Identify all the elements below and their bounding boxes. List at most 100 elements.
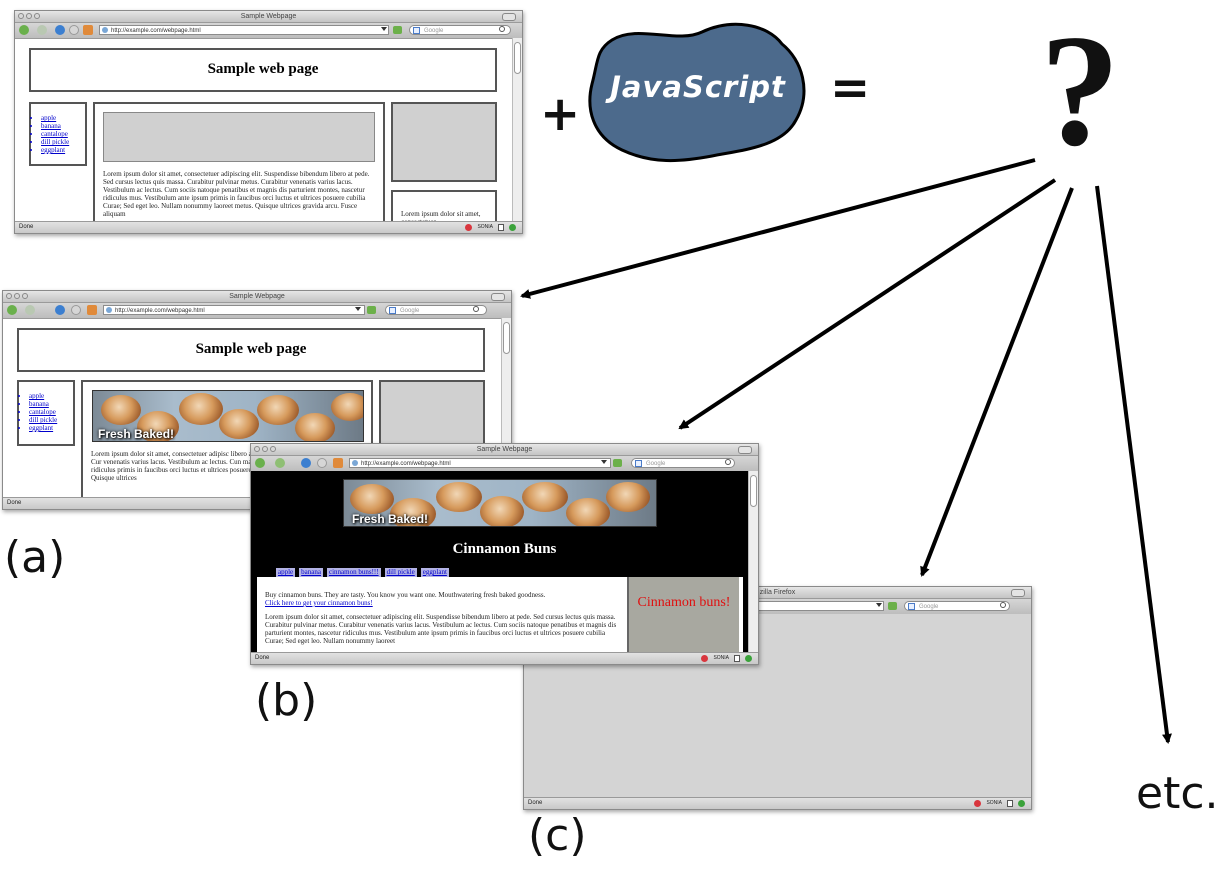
window-controls[interactable] [254,446,276,452]
vertical-scrollbar[interactable] [512,38,522,221]
go-button[interactable] [367,306,376,314]
link-item[interactable]: banana [41,122,85,130]
ad-box: Cinnamon buns! [627,577,739,652]
blocked-icon[interactable] [701,655,709,662]
home-icon[interactable] [87,305,97,315]
link-item[interactable]: apple [41,114,85,122]
chevron-down-icon[interactable] [876,603,882,607]
javascript-label: JavaScript [610,70,786,104]
link-list: apple banana cantalope dill pickle eggpl… [19,392,73,432]
search-field[interactable]: Google [385,305,487,315]
nav-toolbar: http://example.com/webpage.html Google [251,456,758,472]
forward-icon[interactable] [37,25,47,35]
blocked-icon[interactable] [465,224,473,231]
status-bar: Done SONIA [251,652,758,664]
vertical-scrollbar[interactable] [748,471,758,652]
go-button[interactable] [613,459,622,467]
chevron-down-icon[interactable] [381,27,387,31]
window-controls[interactable] [18,13,40,19]
window-title: zilla Firefox [759,589,796,596]
url-field[interactable]: http://example.com/webpage.html [349,458,611,468]
stop-icon[interactable] [317,458,327,468]
plus-sign: + [540,86,581,142]
main-text: Lorem ipsum dolor sit amet, consectetuer… [103,170,370,218]
scrollbar-thumb[interactable] [750,475,757,507]
page-icon[interactable] [734,655,740,662]
cta-link[interactable]: Click here to get your cinnamon buns! [265,599,373,607]
search-field[interactable]: Google [631,458,735,468]
link-item[interactable]: cantalope [41,130,85,138]
forward-icon[interactable] [275,458,285,468]
scrollbar-thumb[interactable] [514,42,521,74]
window-controls[interactable] [6,293,28,299]
reload-icon[interactable] [55,305,65,315]
browser-window-original: Sample Webpage http://example.com/webpag… [14,10,523,234]
home-icon[interactable] [333,458,343,468]
page-icon[interactable] [1007,800,1013,807]
back-icon[interactable] [255,458,265,468]
link-item[interactable]: apple [29,392,73,400]
search-icon[interactable] [1000,602,1006,608]
chevron-down-icon[interactable] [355,307,361,311]
ok-icon[interactable] [1018,800,1025,807]
ok-icon[interactable] [745,655,752,662]
scrollbar-thumb[interactable] [503,322,510,354]
toolbar-toggle-button[interactable] [502,13,516,21]
intro-text: Buy cinnamon buns. They are tasty. You k… [265,591,546,599]
toolbar-toggle-button[interactable] [491,293,505,301]
equals-sign: = [830,60,871,116]
back-icon[interactable] [19,25,29,35]
back-icon[interactable] [7,305,17,315]
go-button[interactable] [393,26,402,34]
search-icon[interactable] [725,459,731,465]
link-item[interactable]: dill pickle [41,138,85,146]
home-icon[interactable] [83,25,93,35]
title-bar: Sample Webpage [3,291,511,303]
url-field[interactable]: http://example.com/webpage.html [99,25,389,35]
link-list-box: apple banana cantalope dill pickle eggpl… [17,380,75,446]
ok-icon[interactable] [509,224,516,231]
arrow-to-b [678,178,1057,430]
status-text: Done [19,224,34,230]
status-bar: Done SONIA [524,797,1031,809]
toolbar-toggle-button[interactable] [738,446,752,454]
status-text: Done [7,500,22,506]
nav-toolbar: http://example.com/webpage.html Google [15,23,522,39]
side-box-top [391,102,497,182]
page-header-box: Sample web page [17,328,485,372]
photo-caption: Fresh Baked! [352,512,429,526]
chevron-down-icon[interactable] [601,460,607,464]
reload-icon[interactable] [301,458,311,468]
toolbar-toggle-button[interactable] [1011,589,1025,597]
page-heading: Sample web page [207,61,319,77]
search-field[interactable]: Google [409,25,511,35]
stop-icon[interactable] [69,25,79,35]
window-title: Sample Webpage [229,293,285,300]
search-icon[interactable] [473,306,479,312]
link-item[interactable]: eggplant [41,146,85,154]
go-button[interactable] [888,602,897,610]
nav-toolbar: http://example.com/webpage.html Google [3,303,511,319]
search-field[interactable]: Google [904,601,1010,611]
search-icon[interactable] [499,26,505,32]
ad-placeholder [393,104,495,180]
page-viewport: Fresh Baked! Cinnamon Buns apple banana … [251,471,758,652]
vertical-scrollbar[interactable] [501,318,511,497]
reload-icon[interactable] [55,25,65,35]
url-field[interactable]: http://example.com/webpage.html [103,305,365,315]
browser-window-b: Sample Webpage http://example.com/webpag… [250,443,759,665]
link-item[interactable]: eggplant [29,424,73,432]
ad-text[interactable]: Cinnamon buns! [637,595,731,610]
forward-icon[interactable] [25,305,35,315]
window-title: Sample Webpage [476,446,533,453]
link-item[interactable]: cantalope [29,408,73,416]
page-icon[interactable] [498,224,504,231]
link-item[interactable]: dill pickle [29,416,73,424]
image-placeholder [103,112,375,162]
link-item[interactable]: banana [29,400,73,408]
photo-caption: Fresh Baked! [98,427,175,441]
stop-icon[interactable] [71,305,81,315]
blocked-icon[interactable] [974,800,982,807]
arrow-to-a [520,158,1036,299]
